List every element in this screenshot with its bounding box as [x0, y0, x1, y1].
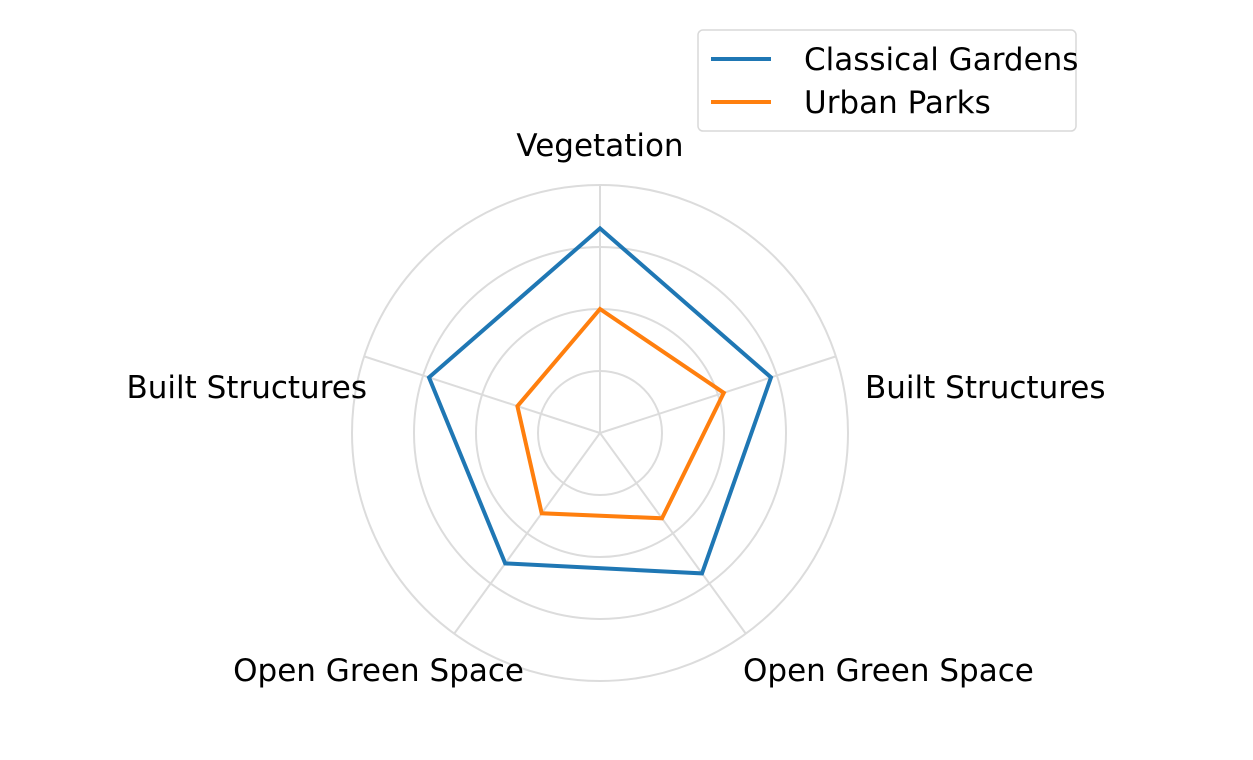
legend-label-classical-gardens: Classical Gardens [804, 42, 1078, 78]
radar-series-layer [426, 225, 774, 576]
grid-spoke-3 [453, 432, 601, 635]
axis-label-built-structures-left: Built Structures [126, 370, 367, 406]
axis-label-vegetation: Vegetation [516, 128, 683, 164]
grid-spoke-4 [363, 355, 601, 434]
axis-label-built-structures-right: Built Structures [865, 370, 1106, 406]
grid-spoke-2 [599, 432, 747, 635]
axis-labels: Vegetation Built Structures Open Green S… [126, 128, 1105, 689]
radar-grid [351, 184, 849, 682]
series-urban-parks [515, 306, 727, 521]
axis-label-open-green-space-right: Open Green Space [743, 653, 1034, 689]
axis-label-open-green-space-left: Open Green Space [233, 653, 524, 689]
grid-spoke-1 [599, 355, 837, 434]
series-classical-gardens [426, 225, 774, 576]
legend: Classical Gardens Urban Parks [697, 29, 1078, 132]
legend-frame [697, 29, 1077, 132]
legend-label-urban-parks: Urban Parks [804, 85, 991, 121]
